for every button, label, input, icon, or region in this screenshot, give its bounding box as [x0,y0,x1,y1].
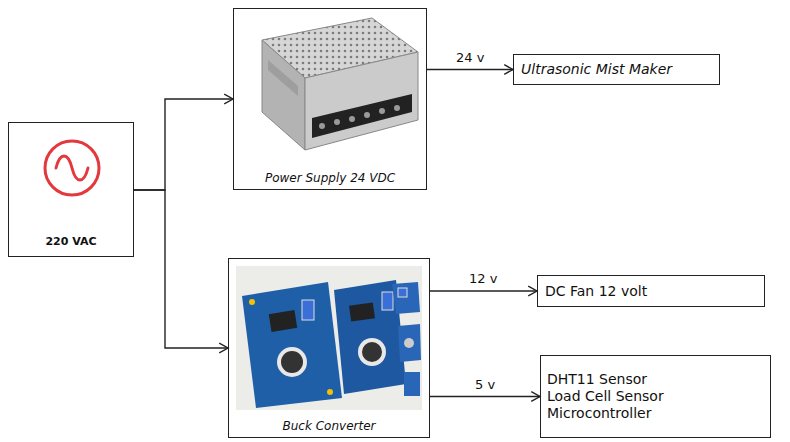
node-text: Ultrasonic Mist Maker [521,61,672,78]
buck-converter-picture [236,266,422,410]
buck-converter-box: Buck Converter [228,258,430,438]
arrow-head [504,65,513,75]
connector [427,69,513,70]
load-box: Ultrasonic Mist Maker [513,54,720,85]
arrow-head [531,392,540,402]
ac-source-box: 220 VAC [8,122,134,257]
voltage-label: 5 v [473,377,497,393]
arrow-head [219,343,228,353]
node-text: DC Fan 12 volt [545,283,647,300]
load-box: DHT11 SensorLoad Cell SensorMicrocontrol… [540,355,771,438]
node-text: 220 VAC [45,235,96,248]
voltage-label: 24 v [454,50,486,66]
power-supply-box: Power Supply 24 VDC [233,8,427,190]
connector [430,290,537,291]
voltage-label: 12 v [467,271,499,287]
node-text: Microcontroller [547,405,651,422]
connector [134,190,228,348]
power-supply-picture [262,18,418,150]
node-text: Load Cell Sensor [547,388,664,405]
load-box: DC Fan 12 volt [537,275,765,307]
node-text: DHT11 Sensor [547,371,647,388]
connector [134,99,233,190]
ac-source-symbol [45,141,99,195]
arrow-head [224,94,233,104]
connector [430,396,540,397]
node-text: Buck Converter [283,419,376,433]
node-text: Power Supply 24 VDC [265,171,395,185]
arrow-head [528,286,537,296]
